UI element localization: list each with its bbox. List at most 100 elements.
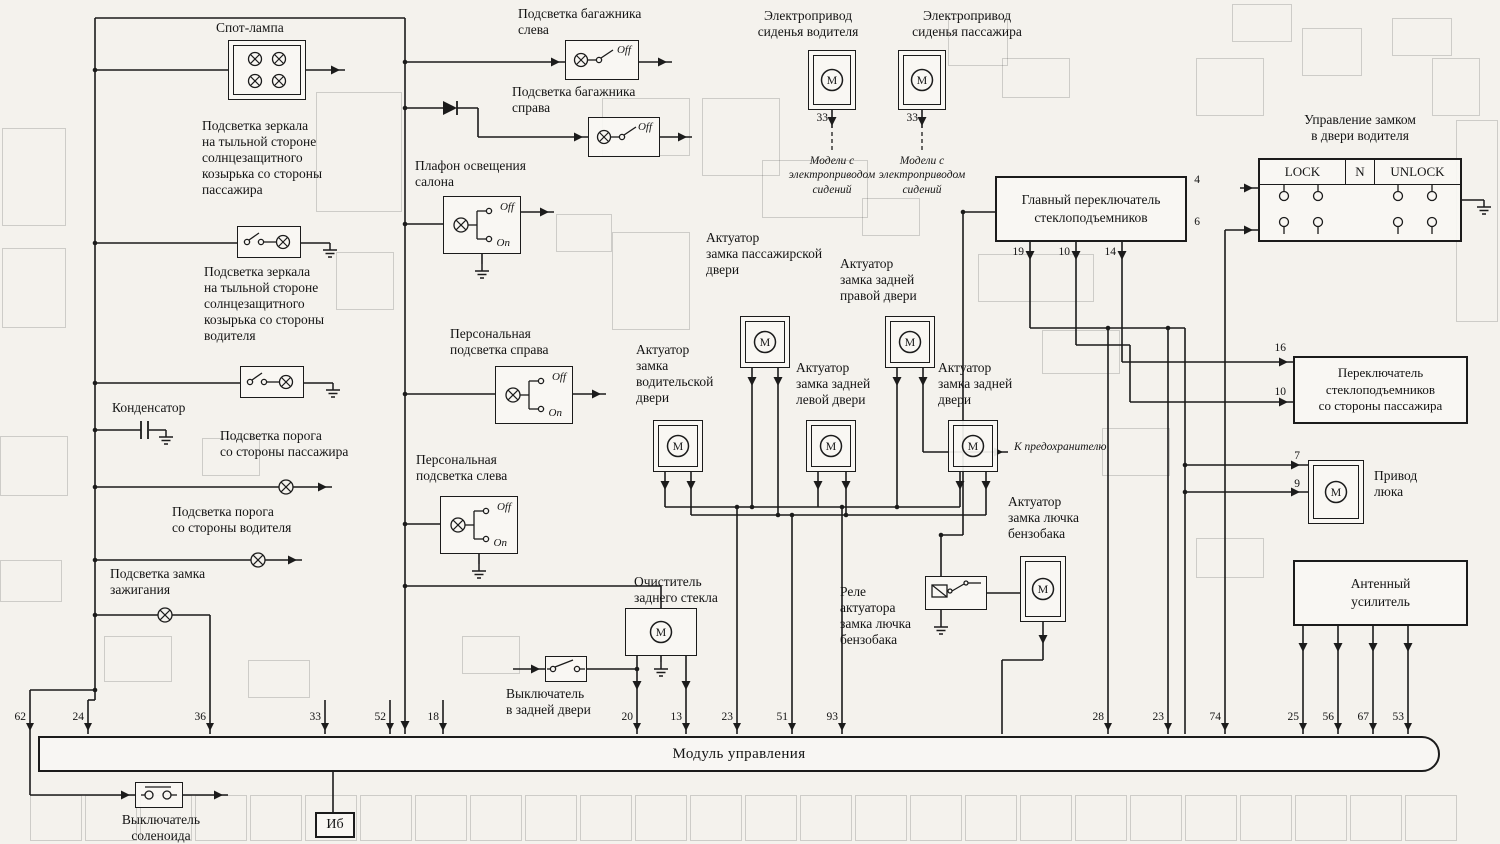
ghost-artifact bbox=[800, 795, 852, 841]
arrow-icon bbox=[1404, 723, 1412, 731]
ghost-artifact bbox=[1196, 538, 1264, 578]
arrow-icon bbox=[288, 555, 297, 565]
ghost-artifact bbox=[1042, 330, 1120, 374]
ghost-artifact bbox=[580, 795, 632, 841]
control-module-title: Модуль управления bbox=[672, 745, 806, 762]
rear-left-door-lock-actuator-label: Актуатор замка задней левой двери bbox=[796, 360, 871, 407]
inner-frame bbox=[953, 425, 993, 467]
arrow-icon bbox=[918, 377, 928, 386]
arrow-icon bbox=[551, 57, 560, 67]
main-switch-pin-10: 10 bbox=[1058, 246, 1071, 258]
ghost-artifact bbox=[1130, 795, 1182, 841]
visor-mirror-driver-label: Подсветка зеркала на тыльной стороне сол… bbox=[204, 264, 325, 343]
arrow-icon bbox=[1104, 723, 1112, 731]
inner-frame bbox=[1025, 561, 1061, 617]
ghost-artifact bbox=[1302, 28, 1362, 76]
personal-light-left-label: Персональная подсветка слева bbox=[416, 452, 508, 483]
arrow-icon bbox=[1279, 357, 1288, 367]
main-switch-pin-19: 19 bbox=[1012, 246, 1025, 258]
driver-door-lock-actuator-box bbox=[653, 420, 703, 472]
ghost-artifact bbox=[556, 214, 612, 252]
on-label: On bbox=[493, 537, 507, 549]
ghost-artifact bbox=[250, 795, 302, 841]
ghost-artifact bbox=[1185, 795, 1237, 841]
rear-wiper-label: Очиститель заднего стекла bbox=[634, 574, 718, 605]
lamp-icon bbox=[159, 609, 171, 621]
fuel-flap-relay-box bbox=[925, 576, 987, 610]
arrow-icon bbox=[1221, 723, 1229, 731]
lamp-icon bbox=[252, 554, 264, 566]
passenger-switch-pin-10: 10 bbox=[1274, 386, 1287, 398]
neutral-column-header: N bbox=[1346, 160, 1375, 184]
module-pin-label: 53 bbox=[1392, 711, 1405, 723]
ground-icon bbox=[323, 243, 337, 258]
dome-light-label: Плафон освещения салона bbox=[415, 158, 526, 189]
main-window-switch-title: Главный переключатель стеклоподъемников bbox=[1021, 192, 1161, 225]
module-pin-label: 56 bbox=[1322, 711, 1335, 723]
junction-dot bbox=[92, 427, 98, 433]
ghost-artifact bbox=[360, 795, 412, 841]
visor-mirror-passenger-box bbox=[237, 226, 301, 258]
arrow-icon bbox=[1244, 225, 1253, 235]
rear-door-switch-label: Выключатель в задней двери bbox=[506, 686, 591, 717]
personal-light-right-label: Персональная подсветка справа bbox=[450, 326, 549, 357]
personal-light-left-box: Off On bbox=[440, 496, 518, 554]
ghost-artifact bbox=[1075, 795, 1127, 841]
junction-dot bbox=[839, 504, 845, 510]
to-fuse-label: К предохранителю bbox=[1014, 441, 1107, 453]
arrow-icon bbox=[827, 117, 837, 126]
junction-dot bbox=[402, 59, 408, 65]
ghost-artifact bbox=[415, 795, 467, 841]
ghost-artifact bbox=[1405, 795, 1457, 841]
arrow-icon bbox=[1299, 723, 1307, 731]
arrow-icon bbox=[1164, 723, 1172, 731]
dome-light-box: Off On bbox=[443, 196, 521, 254]
ghost-artifact bbox=[0, 436, 68, 496]
arrow-icon bbox=[841, 481, 851, 490]
main-switch-pin-14: 14 bbox=[1104, 246, 1117, 258]
ghost-artifact bbox=[910, 795, 962, 841]
junction-dot bbox=[843, 512, 849, 518]
module-pin-label: 93 bbox=[826, 711, 839, 723]
sunroof-pin-9: 9 bbox=[1294, 478, 1300, 490]
seat-drive-passenger-label: Электропривод сиденья пассажира bbox=[912, 8, 1022, 39]
inner-frame bbox=[903, 55, 941, 105]
ghost-artifact bbox=[525, 795, 577, 841]
arrow-icon bbox=[1369, 723, 1377, 731]
arrow-icon bbox=[892, 377, 902, 386]
arrow-icon bbox=[1291, 487, 1300, 497]
junction-dot bbox=[402, 391, 408, 397]
arrow-icon bbox=[206, 723, 214, 731]
off-label: Off bbox=[499, 201, 514, 213]
ghost-artifact bbox=[470, 795, 522, 841]
rear-door-switch-box bbox=[545, 656, 587, 682]
sunroof-drive-box bbox=[1308, 460, 1364, 524]
module-pin-label: 23 bbox=[1152, 711, 1165, 723]
arrow-icon bbox=[439, 723, 447, 731]
module-pin-label: 33 bbox=[309, 711, 322, 723]
arrow-icon bbox=[592, 389, 601, 399]
trunk-light-right-box: Off bbox=[588, 117, 660, 157]
arrow-icon bbox=[660, 481, 670, 490]
junction-dot bbox=[734, 504, 740, 510]
arrow-icon bbox=[386, 723, 394, 731]
arrow-icon bbox=[321, 723, 329, 731]
arrow-icon bbox=[531, 664, 540, 674]
off-label: Off bbox=[637, 121, 652, 133]
junction-dot bbox=[402, 521, 408, 527]
arrow-icon bbox=[681, 681, 691, 690]
lamp-icon bbox=[250, 552, 266, 568]
arrow-icon bbox=[1117, 251, 1127, 260]
arrow-icon bbox=[1291, 460, 1300, 470]
solenoid-switch-box bbox=[135, 782, 183, 808]
seat-drive-passenger-box bbox=[898, 50, 946, 110]
ghost-artifact bbox=[2, 248, 66, 328]
connector-h6-title: Иб bbox=[326, 816, 344, 832]
module-pin-label: 24 bbox=[72, 711, 85, 723]
ghost-artifact bbox=[305, 795, 357, 841]
module-pin-label: 25 bbox=[1287, 711, 1300, 723]
arrow-icon bbox=[658, 57, 667, 67]
personal-light-right-box: Off On bbox=[495, 366, 573, 424]
control-module-box: Модуль управления bbox=[38, 736, 1440, 772]
